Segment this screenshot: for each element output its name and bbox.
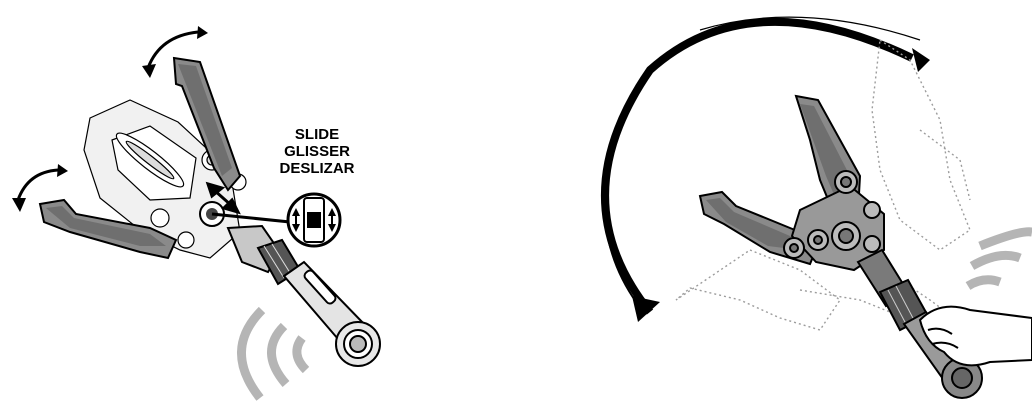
right-illustration-panel	[500, 0, 1032, 404]
claw-handle	[228, 226, 380, 366]
callout-line-english: SLIDE	[262, 126, 372, 143]
slide-switch-icon	[288, 194, 340, 246]
claw-rotation-illustration	[500, 0, 1032, 404]
sound-wave-icon	[241, 310, 306, 398]
sound-wave-icon	[968, 232, 1032, 286]
slide-switch-knob	[200, 202, 290, 226]
left-illustration-panel: SLIDE GLISSER DESLIZAR	[0, 0, 500, 404]
slide-callout-label: SLIDE GLISSER DESLIZAR	[262, 126, 372, 177]
callout-line-spanish: DESLIZAR	[262, 160, 372, 177]
claw-open-illustration	[0, 0, 500, 404]
callout-line-french: GLISSER	[262, 143, 372, 160]
